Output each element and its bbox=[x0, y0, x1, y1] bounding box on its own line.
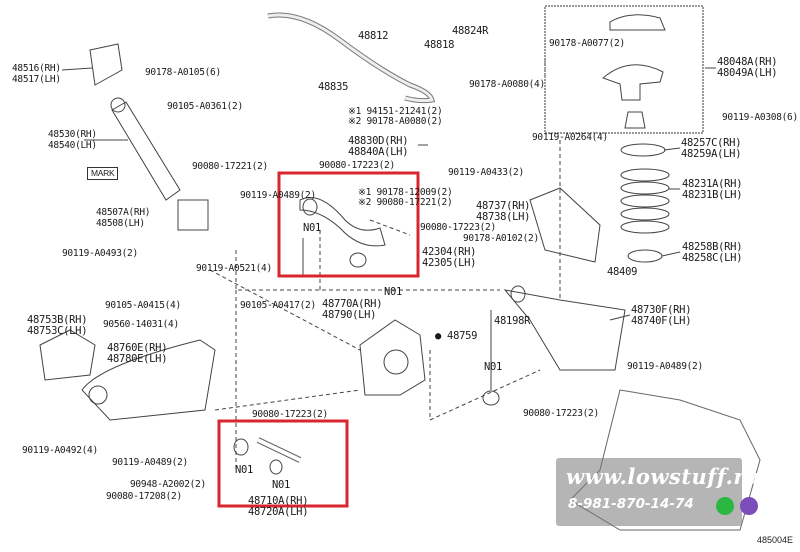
shock-bracket bbox=[89, 43, 123, 86]
label-90080-17223-d: 90080-17223(2) bbox=[252, 409, 328, 420]
label-48516: 48516(RH)48517(LH) bbox=[12, 63, 61, 85]
lower-cover bbox=[529, 187, 601, 263]
label-48258: 48258B(RH)48258C(LH) bbox=[682, 241, 743, 264]
label-90119-a0489-top: 90119-A0489(2) bbox=[240, 190, 316, 201]
label-48835: 48835 bbox=[318, 81, 349, 93]
label-90948-a2002: 90948-A2002(2) bbox=[130, 479, 206, 490]
label-90080-17223-a: 90080-17223(2) bbox=[319, 160, 395, 171]
bushing bbox=[302, 198, 318, 216]
label-n01: N01 bbox=[235, 464, 254, 476]
label-n01: N01 bbox=[384, 286, 403, 298]
watermark-panel bbox=[556, 458, 742, 526]
label-48824r: 48824R bbox=[452, 25, 489, 37]
diagram-code: 485004E bbox=[757, 535, 794, 545]
bushing bbox=[233, 438, 249, 456]
lower-seat bbox=[627, 249, 663, 263]
label-48409: 48409 bbox=[607, 266, 638, 278]
bushing bbox=[510, 285, 526, 303]
upper-mount bbox=[602, 64, 664, 101]
label-90080-17221: 90080-17221(2) bbox=[192, 161, 268, 172]
label-90105-a0415: 90105-A0415(4) bbox=[105, 300, 181, 311]
label-n01: N01 bbox=[303, 222, 322, 234]
label-48737: 48737(RH)48738(LH) bbox=[476, 200, 531, 223]
shock-absorber bbox=[111, 101, 181, 201]
label-90080-17223-c: 90080-17223(2) bbox=[523, 408, 599, 419]
note-2a: ※2 90178-A0080(2) bbox=[348, 116, 443, 127]
label-48530: 48530(RH)48540(LH) bbox=[48, 129, 97, 151]
label-48759: ● 48759 bbox=[435, 330, 478, 342]
trailing-arm-bracket bbox=[39, 329, 96, 381]
label-90560-14031: 90560-14031(4) bbox=[103, 319, 179, 330]
label-48812: 48812 bbox=[358, 30, 389, 42]
label-48048: 48048A(RH)48049A(LH) bbox=[717, 56, 778, 79]
mark-box: MARK bbox=[87, 167, 119, 180]
label-48770: 48770A(RH)48790(LH) bbox=[322, 298, 383, 321]
lower-arm bbox=[503, 289, 626, 371]
dashed-group-box bbox=[544, 5, 704, 134]
bump-stop bbox=[624, 111, 646, 129]
stabilizer-bar bbox=[267, 12, 436, 104]
label-90119-a0489-right: 90119-A0489(2) bbox=[627, 361, 703, 372]
viber-icon bbox=[740, 497, 758, 515]
label-48760: 48760E(RH)48780E(LH) bbox=[107, 342, 168, 365]
label-90105-a0361: 90105-A0361(2) bbox=[167, 101, 243, 112]
label-48231: 48231A(RH)48231B(LH) bbox=[682, 178, 743, 201]
highlight-box-upper-arm bbox=[277, 171, 420, 278]
label-42304: 42304(RH)42305(LH) bbox=[422, 246, 477, 269]
label-48830: 48830D(RH)48840A(LH) bbox=[348, 135, 409, 158]
shock-lower-bracket bbox=[177, 199, 209, 231]
label-90178-a0080-4: 90178-A0080(4) bbox=[469, 79, 545, 90]
label-48507: 48507A(RH)48508(LH) bbox=[96, 207, 151, 229]
label-48710: 48710A(RH)48720A(LH) bbox=[248, 495, 309, 518]
label-90119-a0308: 90119-A0308(6) bbox=[722, 112, 798, 123]
watermark-site: www.lowstuff.ru bbox=[566, 464, 761, 489]
label-48753: 48753B(RH)48753C(LH) bbox=[27, 314, 88, 337]
label-48257: 48257C(RH)48259A(LH) bbox=[681, 137, 742, 160]
label-90080-17208: 90080-17208(2) bbox=[106, 491, 182, 502]
label-n01: N01 bbox=[272, 479, 291, 491]
highlight-box-toe-arm bbox=[217, 419, 349, 508]
label-90119-a0489-low: 90119-A0489(2) bbox=[112, 457, 188, 468]
label-90080-17223-b: 90080-17223(2) bbox=[420, 222, 496, 233]
coil-spring bbox=[620, 168, 670, 234]
label-90119-a0492: 90119-A0492(4) bbox=[22, 445, 98, 456]
label-48730: 48730F(RH)48740F(LH) bbox=[631, 304, 692, 327]
bushing bbox=[269, 459, 283, 475]
bushing bbox=[349, 252, 367, 268]
label-90119-a0493: 90119-A0493(2) bbox=[62, 248, 138, 259]
note-2b: ※2 90080-17221(2) bbox=[358, 197, 453, 208]
watermark-phone: 8-981-870-14-74 bbox=[568, 496, 694, 512]
label-90119-a0521: 90119-A0521(4) bbox=[196, 263, 272, 274]
label-48818: 48818 bbox=[424, 39, 455, 51]
note-1b: ※1 90178-12009(2) bbox=[358, 187, 453, 198]
mount-plate bbox=[609, 14, 666, 31]
label-90178-a0077: 90178-A0077(2) bbox=[549, 38, 625, 49]
knuckle bbox=[359, 319, 426, 396]
whatsapp-icon bbox=[716, 497, 734, 515]
label-90178-a0102: 90178-A0102(2) bbox=[463, 233, 539, 244]
label-90119-a0433: 90119-A0433(2) bbox=[448, 167, 524, 178]
label-90178-a0105: 90178-A0105(6) bbox=[145, 67, 221, 78]
label-90105-a0417: 90105-A0417(2) bbox=[240, 300, 316, 311]
label-48198r: 48198R bbox=[494, 315, 531, 327]
upper-arm bbox=[299, 197, 386, 247]
bushing bbox=[482, 390, 500, 406]
label-90119-a0264: 90119-A0264(4) bbox=[532, 132, 608, 143]
trailing-arm bbox=[81, 339, 216, 421]
label-n01: N01 bbox=[484, 361, 503, 373]
upper-seat bbox=[620, 143, 666, 157]
note-1a: ※1 94151-21241(2) bbox=[348, 106, 443, 117]
